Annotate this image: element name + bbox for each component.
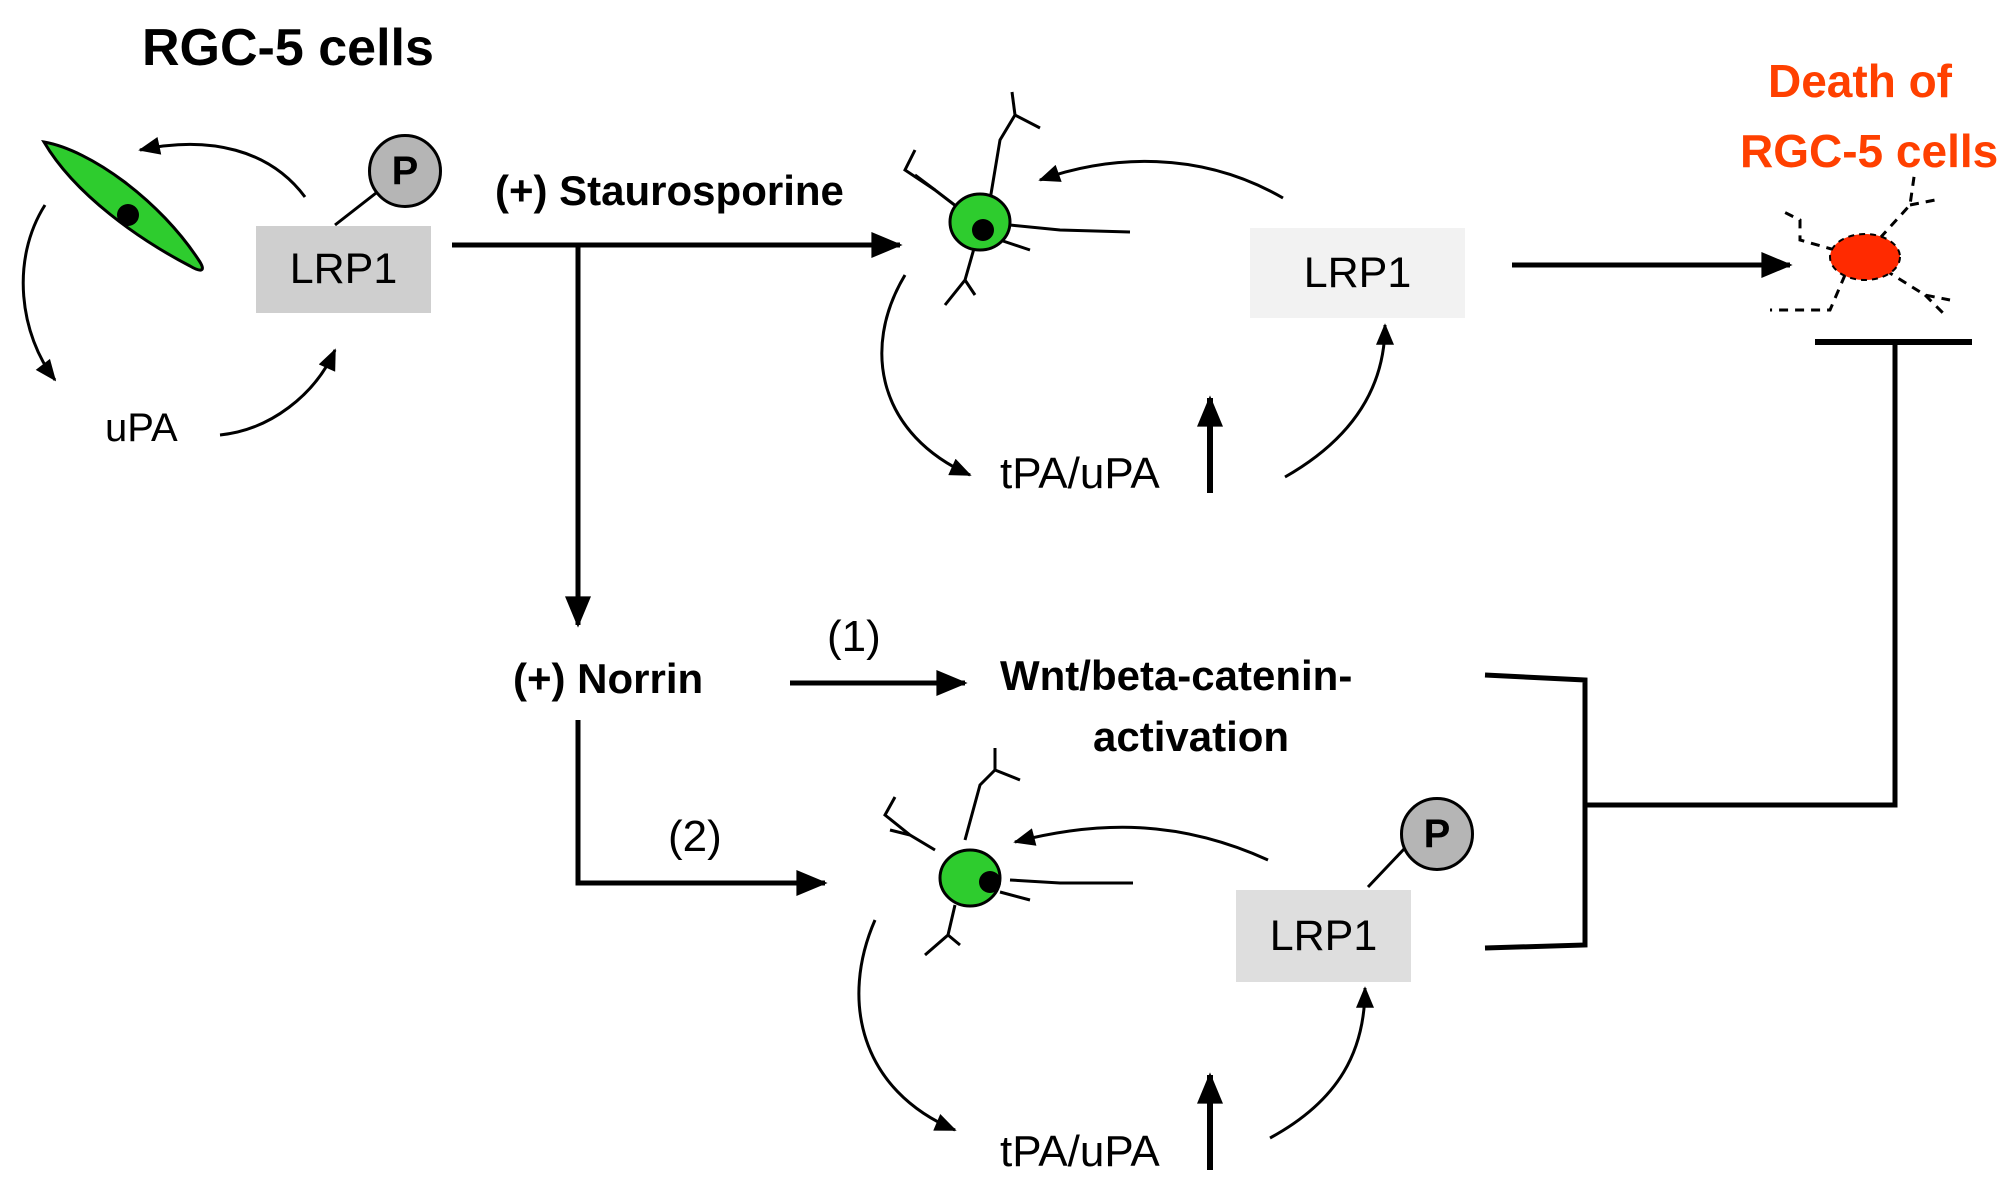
lrp1-box-initial: LRP1	[256, 226, 431, 313]
dying-cell	[1770, 169, 1951, 317]
phospho-badge-bottom: P	[1400, 797, 1474, 871]
arrow-lrp1-to-neuron-bottom	[1013, 825, 1269, 862]
arrow-lrp1-to-cell	[138, 137, 307, 198]
phospho-link-bottom	[1366, 846, 1407, 889]
neuron-bottom	[883, 748, 1133, 957]
arrow-neuron-to-tpa-top	[880, 274, 972, 477]
path-2-label: (2)	[668, 812, 722, 861]
arrow-upa-to-lrp1	[219, 348, 337, 437]
arrow-neuron-to-tpa-bottom	[857, 919, 957, 1132]
path-1-label: (1)	[827, 612, 881, 661]
page-title: RGC-5 cells	[142, 19, 434, 77]
arrow-lrp1-to-neuron-top	[1038, 159, 1284, 200]
tpa-upa-label-bottom: tPA/uPA	[1000, 1127, 1160, 1176]
phospho-badge-top: P	[368, 134, 442, 208]
neuron-top	[903, 91, 1131, 306]
wnt-label-line1: Wnt/beta-catenin-	[1000, 652, 1353, 699]
elongated-cell	[41, 139, 204, 272]
merge-bracket	[1484, 672, 1588, 951]
arrow-path-2	[575, 720, 828, 896]
arrow-cell-to-upa	[21, 204, 57, 382]
death-label-line2: RGC-5 cells	[1740, 125, 1999, 177]
staurosporine-label: (+) Staurosporine	[495, 167, 844, 214]
lrp1-box-rescued: LRP1	[1236, 890, 1411, 982]
wnt-label-line2: activation	[1093, 713, 1290, 760]
death-label-line1: Death of	[1768, 55, 1952, 107]
upa-label: uPA	[105, 406, 178, 450]
arrow-tpa-to-lrp1-top	[1284, 323, 1394, 479]
tpa-upa-label-top: tPA/uPA	[1000, 449, 1160, 498]
norrin-label: (+) Norrin	[513, 655, 704, 702]
lrp1-box-stressed: LRP1	[1250, 228, 1465, 318]
inhibition-line	[1585, 342, 1898, 808]
arrow-tpa-to-lrp1-bottom	[1269, 986, 1374, 1140]
